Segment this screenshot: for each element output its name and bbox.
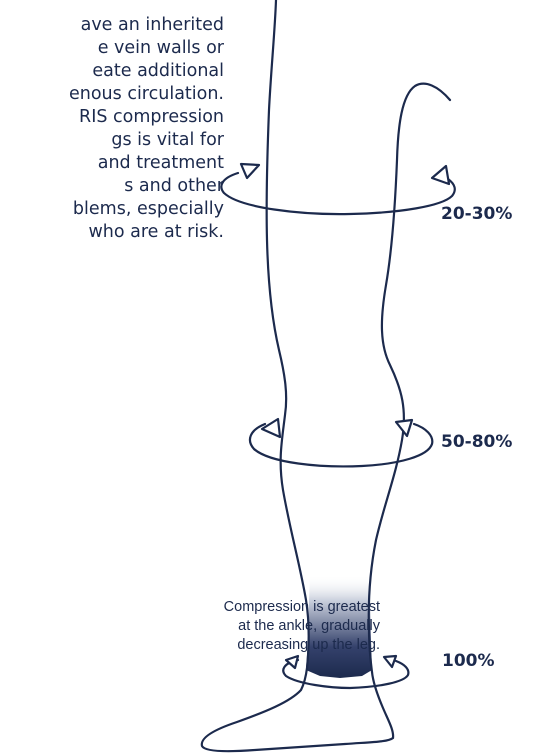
caption-line: at the ankle, gradually — [238, 617, 380, 636]
calf-rotation-arrow-icon — [250, 419, 432, 466]
calf-compression-label: 50-80% — [441, 432, 512, 452]
caption-line: decreasing up the leg. — [237, 636, 380, 655]
caption-line: Compression is greatest — [224, 598, 380, 617]
thigh-compression-label: 20-30% — [441, 204, 512, 224]
ankle-compression-label: 100% — [442, 651, 495, 671]
thigh-rotation-arrow-icon — [221, 164, 454, 214]
